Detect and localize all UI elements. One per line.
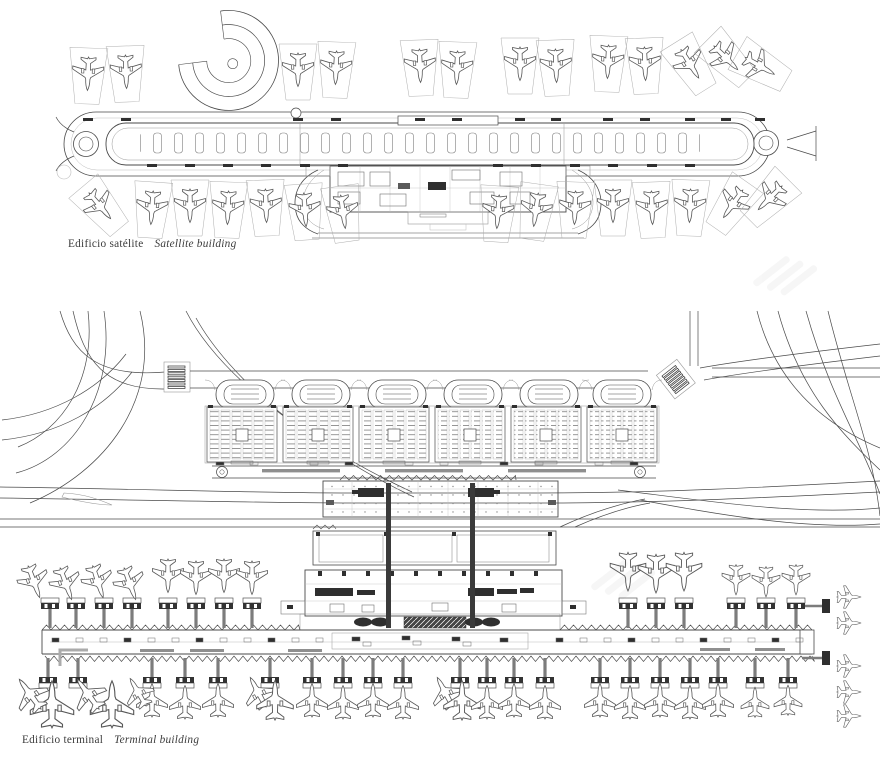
satellite-caption-en: Satellite building	[154, 238, 237, 250]
aircraft-remote-right	[836, 585, 862, 728]
satellite-aircraft-top	[67, 25, 796, 121]
toll-plaza-right	[655, 358, 696, 400]
terminal-building-plan	[0, 310, 880, 729]
terminal-caption-en: Terminal building	[114, 734, 200, 746]
terminal-caption: Edificio terminal Terminal building	[22, 734, 199, 746]
toll-plaza-left	[163, 361, 191, 393]
service-road	[212, 461, 656, 479]
terminal-caption-es: Edificio terminal	[22, 734, 104, 746]
satellite-aircraft-bottom	[68, 164, 803, 245]
parking-structure	[204, 405, 660, 465]
terminal-processor	[280, 483, 587, 631]
satellite-caption: Edificio satélite Satellite building	[68, 238, 236, 250]
satellite-fan-ramp	[178, 10, 279, 111]
satellite-roundabout-right	[56, 130, 779, 180]
satellite-main-bar	[105, 115, 755, 166]
loop-ramps	[190, 370, 663, 410]
watermark	[591, 256, 818, 600]
satellite-building-plan	[55, 10, 817, 245]
jet-bridges-bottom	[38, 657, 798, 689]
approach-roads-right	[617, 310, 880, 526]
satellite-roundabout-left	[73, 131, 99, 157]
satellite-central-block	[305, 165, 591, 231]
satellite-caption-es: Edificio satélite	[68, 238, 144, 250]
